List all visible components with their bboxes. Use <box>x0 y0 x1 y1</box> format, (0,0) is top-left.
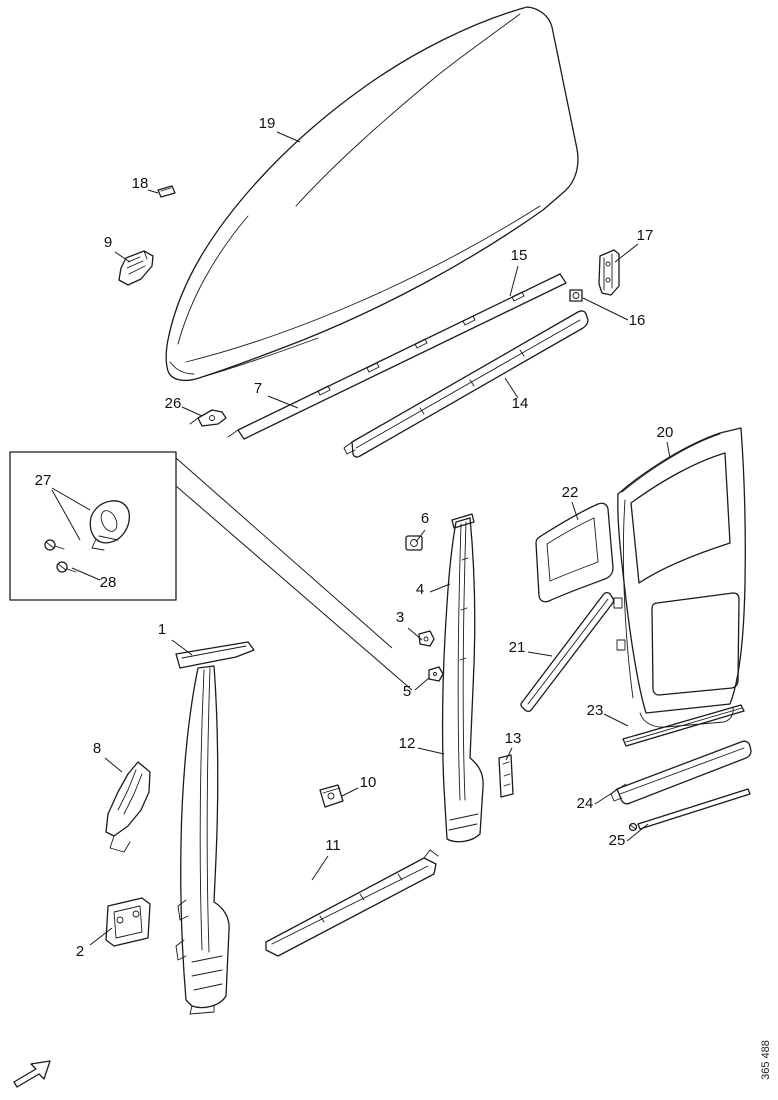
callout-14: 14 <box>512 395 529 412</box>
part-1-b-pillar <box>175 641 255 1015</box>
callout-23: 23 <box>587 702 604 719</box>
door-lower-recess <box>651 592 740 696</box>
part-10-bracket <box>319 784 344 808</box>
inset-detail-box <box>9 451 413 691</box>
part-20-side-door-panel <box>613 427 746 728</box>
part-22-window-frame <box>535 502 614 603</box>
part-19-upper-side-panel <box>165 6 579 382</box>
part-3-clip <box>418 630 435 647</box>
callout-15: 15 <box>511 247 528 264</box>
callout-18: 18 <box>132 175 149 192</box>
part-18-clip <box>157 185 176 198</box>
part-26-end-bracket <box>189 409 227 427</box>
callout-labels: 1 2 3 4 5 6 7 8 9 10 11 12 13 14 15 16 1… <box>35 115 674 960</box>
callout-28: 28 <box>100 574 117 591</box>
callout-5: 5 <box>403 683 411 700</box>
callout-1: 1 <box>158 621 166 638</box>
callout-7: 7 <box>254 380 262 397</box>
direction-arrow-icon <box>13 1060 51 1088</box>
callout-11: 11 <box>325 837 341 854</box>
part-6-plate <box>405 535 423 551</box>
door-striker <box>89 500 131 544</box>
callout-26: 26 <box>165 395 182 412</box>
part-8-bracket <box>105 761 151 853</box>
part-15-slotted-rail <box>227 273 567 440</box>
callout-9: 9 <box>104 234 112 251</box>
callout-4: 4 <box>416 581 424 598</box>
callout-leader-lines <box>51 131 671 946</box>
callout-19: 19 <box>259 115 276 132</box>
striker-screw-lower <box>56 561 77 573</box>
part-17-bracket <box>598 249 620 296</box>
callout-6: 6 <box>421 510 429 527</box>
striker-screw-upper <box>44 539 65 551</box>
callout-13: 13 <box>505 730 522 747</box>
part-16-nut <box>569 289 583 302</box>
part-13-slotted-strip <box>498 754 514 798</box>
callout-22: 22 <box>562 484 579 501</box>
callout-20: 20 <box>657 424 674 441</box>
callout-16: 16 <box>629 312 646 329</box>
part-9-bracket <box>118 250 154 286</box>
callout-2: 2 <box>76 943 84 960</box>
callout-24: 24 <box>577 795 594 812</box>
part-14-rail <box>343 310 589 458</box>
callout-8: 8 <box>93 740 101 757</box>
part-12-center-pillar <box>441 513 484 843</box>
inset-pointer-line-1 <box>175 457 393 649</box>
callout-12: 12 <box>399 735 416 752</box>
part-23-lower-rail <box>622 704 745 747</box>
callout-17: 17 <box>637 227 654 244</box>
callout-21: 21 <box>509 639 526 656</box>
document-code: 365 488 <box>760 1040 772 1080</box>
inset-pointer-line-2 <box>175 485 413 691</box>
callout-25: 25 <box>609 832 626 849</box>
door-window-opening <box>630 452 731 584</box>
part-11-sill-rail <box>265 849 439 957</box>
callout-10: 10 <box>360 774 377 791</box>
part-5-clip <box>428 666 444 682</box>
part-21-diagonal-rail <box>520 591 615 713</box>
part-2-base-plate <box>105 897 151 947</box>
callout-3: 3 <box>396 609 404 626</box>
part-25-trim-strip <box>628 788 751 832</box>
callout-27: 27 <box>35 472 52 489</box>
